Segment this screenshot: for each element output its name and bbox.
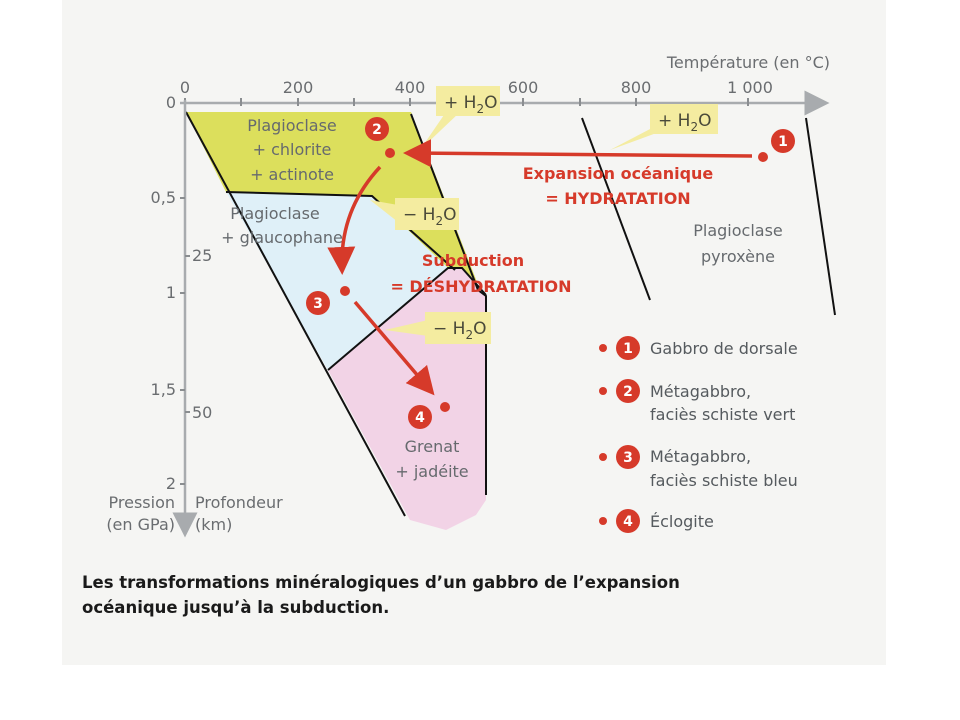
svg-text:2: 2 — [372, 122, 382, 138]
zone-label: Plagioclase — [247, 116, 337, 135]
svg-text:+ H2O: + H2O — [444, 93, 497, 116]
zone-label: + jadéite — [395, 462, 468, 481]
p-tick: 0,5 — [151, 188, 176, 207]
svg-text:− H2O: − H2O — [433, 319, 486, 342]
legend-item: faciès schiste vert — [650, 405, 795, 424]
t-tick: 800 — [621, 78, 652, 97]
svg-text:1: 1 — [623, 341, 633, 357]
svg-text:4: 4 — [415, 410, 425, 426]
zone-blue-schist — [226, 192, 448, 370]
callout-plus-h2o: + H2O — [420, 86, 500, 150]
svg-text:+ H2O: + H2O — [658, 111, 711, 134]
t-tick: 600 — [508, 78, 539, 97]
zone-label: + actinote — [250, 165, 334, 184]
subduction-label: Subduction — [422, 251, 524, 270]
t-tick: 400 — [395, 78, 426, 97]
legend-item: Éclogite — [650, 512, 714, 531]
zone-label: Grenat — [405, 437, 460, 456]
t-tick: 200 — [283, 78, 314, 97]
depth-unit: (km) — [195, 515, 232, 534]
deshydratation-label: = DÉSHYDRATATION — [390, 277, 571, 296]
hydratation-label: = HYDRATATION — [545, 189, 690, 208]
p-tick: 1,5 — [151, 380, 176, 399]
legend: 1 Gabbro de dorsale 2 Métagabbro, faciès… — [599, 336, 798, 533]
svg-text:1: 1 — [778, 134, 788, 150]
p-tick: 2 — [166, 474, 176, 493]
svg-text:3: 3 — [313, 296, 323, 312]
svg-text:2: 2 — [623, 384, 633, 400]
zone-label: pyroxène — [701, 247, 775, 266]
svg-text:− H2O: − H2O — [403, 205, 456, 228]
callout-plus-h2o: + H2O — [610, 104, 718, 150]
sample-points: 1 2 3 4 — [306, 117, 795, 429]
legend-item: Métagabbro, — [650, 382, 751, 401]
callout-minus-h2o: − H2O — [370, 198, 459, 230]
pressure-label: Pression — [109, 493, 175, 512]
svg-text:3: 3 — [623, 450, 633, 466]
p-tick: 0 — [166, 93, 176, 112]
zone-label: + glaucophane — [221, 228, 343, 247]
transformation-arrows — [327, 139, 753, 396]
temperature-axis: 0 200 400 600 800 1 000 Température (en … — [180, 53, 830, 116]
depth-label: Profondeur — [195, 493, 283, 512]
callout-minus-h2o: − H2O — [385, 312, 491, 344]
expansion-label: Expansion océanique — [523, 164, 714, 183]
caption-line: océanique jusqu’à la subduction. — [82, 598, 389, 617]
p-tick: 1 — [166, 283, 176, 302]
legend-item: Gabbro de dorsale — [650, 339, 798, 358]
temperature-label: Température (en °C) — [666, 53, 830, 72]
caption-line: Les transformations minéralogiques d’un … — [82, 573, 680, 592]
zone-label: + chlorite — [253, 140, 332, 159]
pressure-unit: (en GPa) — [106, 515, 175, 534]
pressure-axis: 0 0,5 1 1,5 2 25 50 Pression (en GPa) Pr… — [106, 93, 283, 538]
t-tick: 1 000 — [727, 78, 773, 97]
svg-text:4: 4 — [623, 514, 633, 530]
depth-tick: 25 — [192, 246, 212, 265]
depth-tick: 50 — [192, 403, 212, 422]
zone-label: Plagioclase — [693, 221, 783, 240]
legend-item: faciès schiste bleu — [650, 471, 798, 490]
zone-label: Plagioclase — [230, 204, 320, 223]
t-tick: 0 — [180, 78, 190, 97]
legend-item: Métagabbro, — [650, 447, 751, 466]
